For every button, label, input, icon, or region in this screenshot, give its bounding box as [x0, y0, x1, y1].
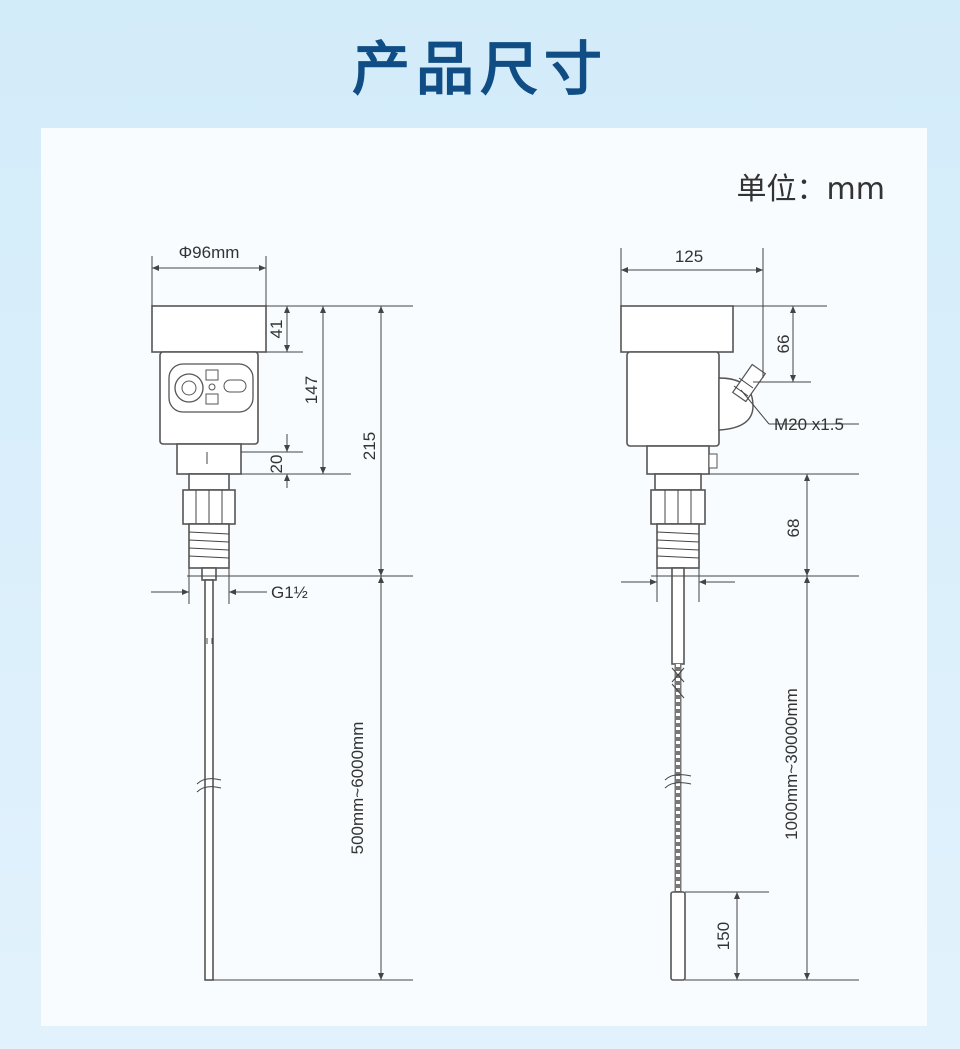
dim-20: 20	[267, 455, 286, 474]
dim-right-length: 1000mm~30000mm	[782, 688, 801, 840]
dim-41: 41	[267, 320, 286, 339]
left-dimensions: Φ96mm 41 147 215 20 G1½	[151, 243, 413, 981]
dimension-drawing: Φ96mm 41 147 215 20 G1½	[151, 243, 859, 981]
right-dimensions: 125 66 M20 x1.5 68 1000mm~30000mm	[620, 247, 859, 981]
right-housing-cover	[620, 305, 734, 353]
dim-147: 147	[302, 376, 321, 404]
dim-thread: G1½	[271, 583, 308, 602]
cable-gland-label: M20 x1.5	[774, 415, 844, 434]
dim-66: 66	[774, 335, 793, 354]
right-view-drawing	[620, 305, 767, 981]
left-probe-rod	[204, 579, 214, 981]
left-neck	[176, 443, 242, 475]
right-probe-weight	[670, 891, 686, 981]
dim-width-125: 125	[675, 247, 703, 266]
dimension-drawing-panel: 单位：mm	[41, 128, 927, 1026]
dim-diameter: Φ96mm	[179, 243, 240, 262]
page-title: 产品尺寸	[351, 35, 608, 103]
left-housing-cover	[151, 305, 267, 353]
dim-left-length: 500mm~6000mm	[348, 722, 367, 855]
right-housing-body	[626, 351, 720, 447]
dim-68: 68	[784, 519, 803, 538]
dim-150: 150	[714, 922, 733, 950]
left-view-drawing	[151, 305, 267, 981]
dim-215: 215	[360, 432, 379, 460]
unit-label: 单位：mm	[736, 172, 885, 207]
